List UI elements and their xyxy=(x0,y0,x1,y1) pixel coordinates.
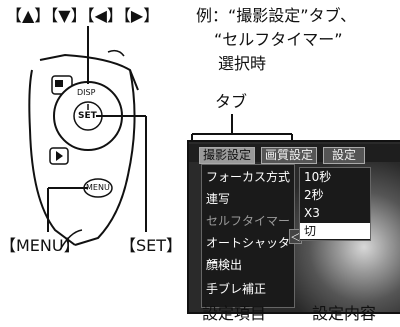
settings-items-label: 設定項目 xyxy=(202,304,267,323)
menu-item-continuous[interactable]: 連写 xyxy=(206,192,231,206)
tab-callout-label: タブ xyxy=(215,92,248,111)
menu-button[interactable]: MENU xyxy=(86,183,110,192)
settings-contents-label: 設定内容 xyxy=(312,304,377,323)
menu-item-self-timer[interactable]: セルフタイマー xyxy=(206,214,291,228)
option-10sec[interactable]: 10秒 xyxy=(304,170,332,184)
set-button[interactable]: SET xyxy=(78,111,97,121)
menu-item-face-detection[interactable]: 顔検出 xyxy=(206,258,243,272)
example-line-2: “セルフタイマー” xyxy=(214,30,343,49)
settings-options-list: 10秒 2秒 X3 切 xyxy=(299,167,371,241)
tab-bar: 撮影設定 画質設定 設定 xyxy=(189,144,400,164)
example-line-1: 例：“撮影設定”タブ、 xyxy=(196,6,357,25)
tab-settings[interactable]: 設定 xyxy=(323,147,365,164)
settings-items-list: フォーカス方式 連写 セルフタイマー オートシャッター 顔検出 手ブレ補正 xyxy=(201,164,295,308)
tab-shooting-settings[interactable]: 撮影設定 xyxy=(199,147,255,164)
menu-item-stabilizer[interactable]: 手ブレ補正 xyxy=(206,282,267,296)
example-line-3: 選択時 xyxy=(218,54,267,73)
menu-item-focus-mode[interactable]: フォーカス方式 xyxy=(206,170,291,184)
option-off[interactable]: 切 xyxy=(300,223,370,239)
option-x3[interactable]: X3 xyxy=(304,206,320,220)
menu-item-auto-shutter[interactable]: オートシャッター xyxy=(206,236,291,270)
option-2sec[interactable]: 2秒 xyxy=(304,188,324,202)
arrow-buttons-label: 【▲】【▼】【◀】【▶】 xyxy=(6,6,160,25)
disp-label: DISP xyxy=(77,88,96,97)
menu-key-label: 【MENU】 xyxy=(0,236,80,255)
tab-quality-settings[interactable]: 画質設定 xyxy=(261,147,317,164)
camera-screen: 撮影設定 画質設定 設定 フォーカス方式 連写 セルフタイマー オートシャッター… xyxy=(187,140,400,314)
set-key-label: 【SET】 xyxy=(120,236,183,255)
